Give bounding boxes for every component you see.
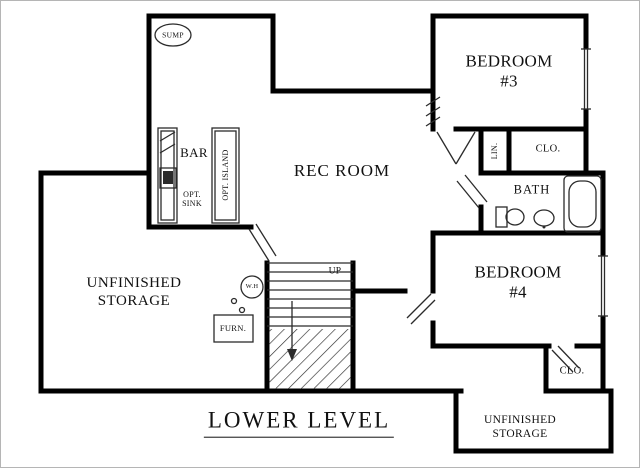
furnace-label: FURN.	[219, 322, 247, 333]
toilet-fixture	[495, 206, 525, 228]
stairs-up-label: UP	[328, 266, 342, 277]
optional-sink-label: OPT. SINK	[182, 190, 202, 208]
closet-lower-label: CLO.	[559, 365, 585, 377]
window-bedroom3	[581, 48, 591, 110]
floor-drain-icon	[238, 306, 246, 314]
bar-sink-fixture	[159, 167, 177, 189]
closet-upper-label: CLO.	[535, 143, 561, 155]
bath-sink-fixture	[533, 209, 555, 229]
bar-counter	[157, 127, 178, 224]
door-swings	[248, 96, 580, 373]
sump-label: SUMP	[162, 30, 184, 40]
optional-island-counter	[211, 127, 240, 224]
bar-label: BAR	[180, 145, 208, 161]
optional-island-label: OPT. ISLAND	[221, 149, 231, 201]
rec-room-label: REC ROOM	[293, 160, 391, 180]
bath-label: BATH	[513, 182, 551, 197]
bedroom4-label: BEDROOM #4	[474, 262, 562, 302]
window-bedroom4	[598, 255, 608, 317]
water-heater-label: W.H	[245, 283, 259, 291]
floor-drain-icon	[230, 297, 238, 305]
water-heater-shape	[240, 275, 264, 299]
page-title: LOWER LEVEL	[203, 407, 395, 438]
unfinished-storage-left-label: UNFINISHED STORAGE	[86, 275, 182, 309]
sump-pit-shape	[154, 23, 192, 47]
bedroom3-label: BEDROOM #3	[465, 51, 553, 91]
unfinished-storage-right-label: UNFINISHED STORAGE	[484, 414, 556, 440]
linen-closet-label: LIN.	[490, 142, 500, 160]
bathtub-fixture	[563, 175, 602, 233]
interior-walls	[146, 88, 606, 394]
furnace-shape	[213, 314, 254, 343]
stairs	[267, 262, 353, 389]
